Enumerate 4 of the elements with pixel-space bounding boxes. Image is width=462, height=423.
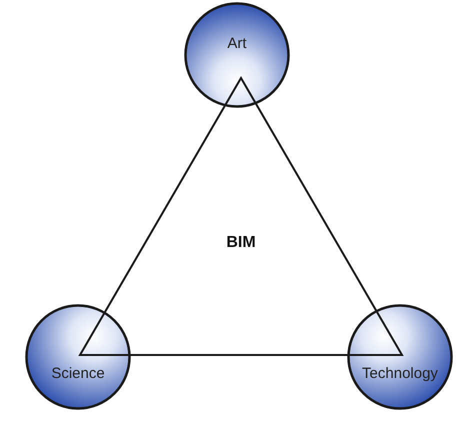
node-label: Science — [50, 365, 106, 382]
node-label: Art — [226, 35, 248, 52]
node-label: Technology — [361, 365, 439, 382]
center-label: BIM — [225, 234, 257, 252]
